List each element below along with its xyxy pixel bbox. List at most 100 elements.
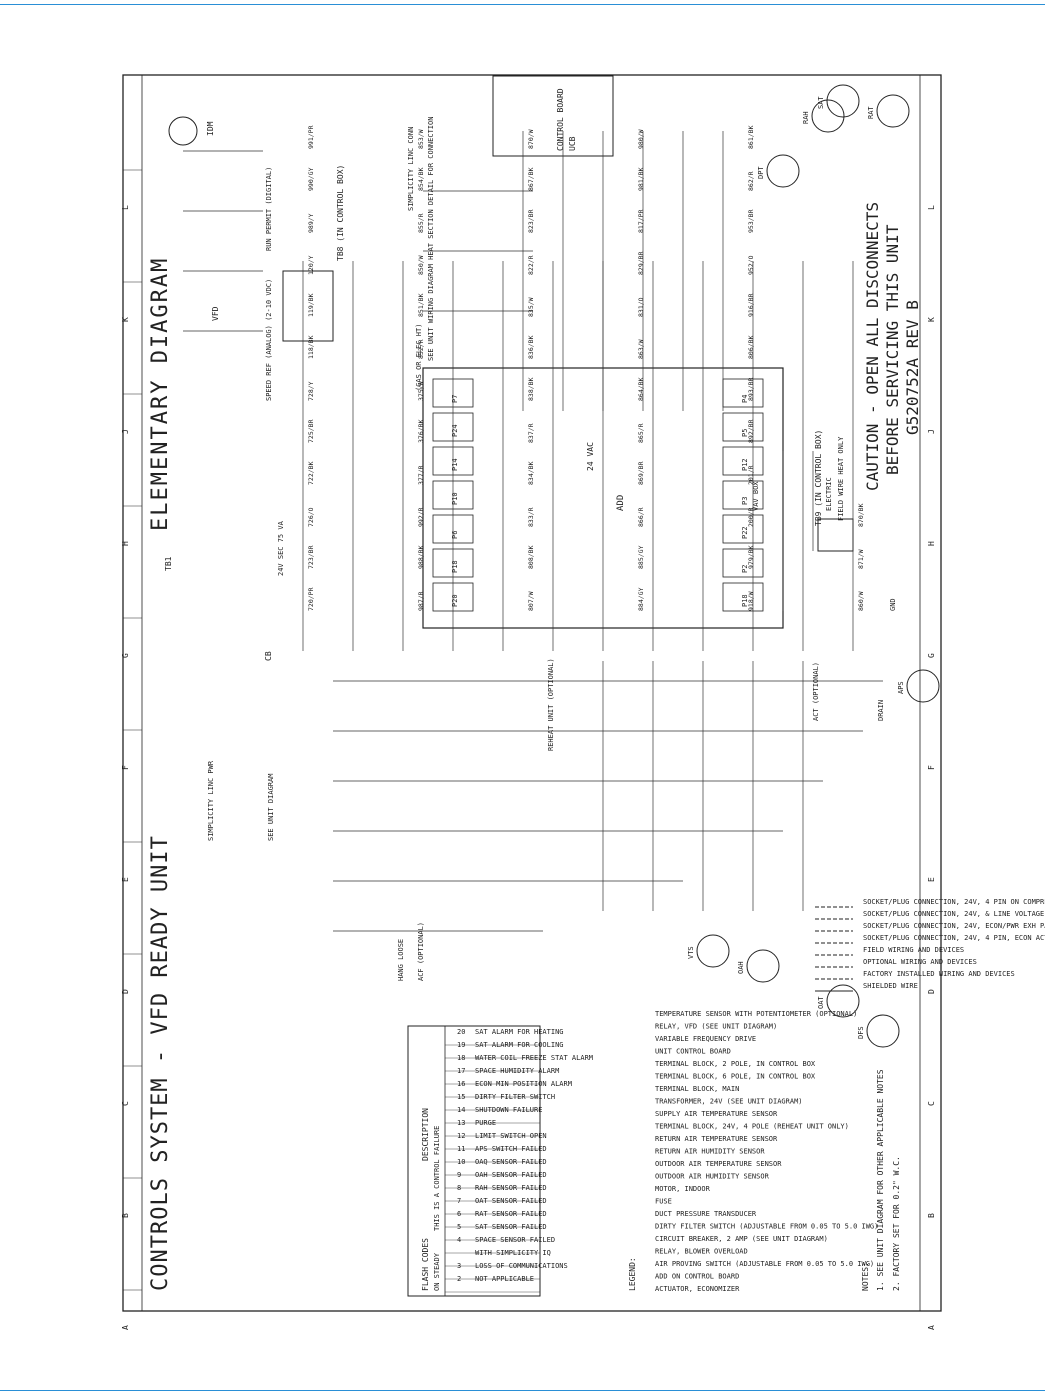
transformer-label: 24V SEC 75 VA [277, 520, 285, 576]
drawing-number: G520752A REV B [903, 300, 922, 435]
grid-letter-right: C [927, 1101, 936, 1106]
plug-label: P6 [451, 531, 459, 539]
grid-letter-left: B [121, 1213, 130, 1218]
legend-wiring-item: FACTORY INSTALLED WIRING AND DEVICES [863, 970, 1015, 978]
wire-code-label: 987/R [417, 591, 425, 611]
grid-letter-left: F [121, 765, 130, 770]
tb8-terminal-block [282, 270, 334, 342]
grid-letter-right: E [927, 877, 936, 882]
sensor-label: OAH [737, 961, 745, 974]
wire-code-label: 884/GY [637, 587, 645, 611]
sensor-symbol [766, 154, 800, 188]
idm-label: IDM [206, 121, 215, 136]
sensor-symbol [811, 99, 845, 133]
vfd-label: VFD [211, 306, 220, 321]
wire-code-label: 980/W [637, 129, 645, 149]
grid-letter-right: K [927, 317, 936, 322]
wire-code-label: 822/R [527, 255, 535, 275]
sensor-label: DFS [857, 1026, 865, 1039]
grid-letter-left: E [121, 877, 130, 882]
legend-item: OUTDOOR AIR TEMPERATURE SENSOR [655, 1160, 782, 1168]
drain-label: DRAIN [877, 700, 885, 721]
legend-wiring-item: SHIELDED WIRE [863, 982, 918, 990]
wire-code-label: 808/BK [527, 545, 535, 569]
legend-item: RETURN AIR TEMPERATURE SENSOR [655, 1135, 778, 1143]
grid-letter-right: G [927, 653, 936, 658]
sensor-label: RAT [867, 106, 875, 119]
wire-code-label: 834/BK [527, 461, 535, 485]
grid-letter-left: H [121, 541, 130, 546]
see-unit-wiring-label: SEE UNIT WIRING DIAGRAM HEAT SECTION DET… [427, 117, 435, 361]
sensor-symbol [876, 94, 910, 128]
wire-code-label: 981/BK [637, 167, 645, 191]
wire-code-label: 850/W [417, 255, 425, 275]
gnd-label: GND [889, 598, 897, 611]
legend-item: OUTDOOR AIR HUMIDITY SENSOR [655, 1173, 770, 1181]
grid-letter-left: C [121, 1101, 130, 1106]
tb9-terminal-block [817, 518, 854, 552]
wire-code-label: 869/BR [637, 461, 645, 485]
note-2: 2. FACTORY SET FOR 0.2" W.C. [892, 1156, 901, 1291]
wire-code-label: 867/BK [527, 167, 535, 191]
legend-item: UNIT CONTROL BOARD [655, 1048, 731, 1056]
wire-code-label: 200/R [747, 507, 755, 527]
sensor-label: DPT [757, 166, 765, 179]
field-wire-label: FIELD WIRE HEAT ONLY [837, 436, 845, 521]
plug-label: P22 [741, 526, 749, 539]
wire-code-label: 375/W [417, 381, 425, 401]
legend-item: RELAY, VFD (SEE UNIT DIAGRAM) [655, 1023, 777, 1031]
wire-code-label: 831/O [637, 297, 645, 317]
caution-line-1: CAUTION - OPEN ALL DISCONNECTS [863, 202, 882, 491]
electric-label: ELECTRIC [825, 477, 833, 511]
simplicity-pwr-label: SIMPLICITY LINC PWR [207, 760, 215, 841]
wire-code-label: 918/W [747, 591, 755, 611]
sensor-label: VTS [687, 946, 695, 959]
sensor-symbol [696, 934, 730, 968]
plug-connector [722, 480, 764, 510]
sensor-symbol [906, 669, 940, 703]
legend-item: TERMINAL BLOCK, MAIN [655, 1085, 739, 1093]
flash-header-steady-desc: THIS IS A CONTROL FAILURE [433, 1126, 441, 1231]
legend-item: FUSE [655, 1198, 672, 1206]
wire-code-label: 892/BR [747, 419, 755, 443]
sensor-symbol [826, 984, 860, 1018]
wire-code-label: 870/BK [857, 503, 865, 527]
tb1-label: TB1 [164, 556, 173, 571]
acf-label: ACF (OPTIONAL) [417, 922, 425, 981]
wire-code-label: 119/BK [307, 293, 315, 317]
wire-code-label: 865/R [637, 423, 645, 443]
wire-code-label: 952/O [747, 255, 755, 275]
add-board-label: ADD [616, 495, 626, 511]
wire-code-label: 725/BR [307, 419, 315, 443]
wire-code-label: 852/R [417, 339, 425, 359]
flash-header-steady: ON STEADY [433, 1252, 441, 1291]
plug-label: P24 [451, 424, 459, 437]
flash-desc: SAT ALARM FOR HEATING [475, 1028, 564, 1036]
legend-wiring-item: SOCKET/PLUG CONNECTION, 24V, & LINE VOLT… [863, 910, 1045, 918]
tb8-label: TB8 (IN CONTROL BOX) [336, 165, 345, 261]
plug-label: P12 [741, 458, 749, 471]
grid-letter-right: H [927, 541, 936, 546]
grid-letter-left: L [121, 205, 130, 210]
legend-item: MOTOR, INDOOR [655, 1185, 711, 1193]
sensor-label: RAH [802, 111, 810, 124]
wire-code-label: 916/BR [747, 293, 755, 317]
cb-label: CB [264, 651, 273, 661]
wire-code-label: 837/R [527, 423, 535, 443]
sensor-label: SAT [817, 96, 825, 109]
grid-letter-left: K [121, 317, 130, 322]
wire-code-label: 855/R [417, 213, 425, 233]
wire-code-label: 990/GY [307, 167, 315, 191]
wire-code-label: 838/BK [527, 377, 535, 401]
sensor-symbol [746, 949, 780, 983]
tb9-label: TB9 (IN CONTROL BOX) [814, 430, 823, 526]
wire-code-label: 861/BK [747, 125, 755, 149]
legend-wiring-item: SOCKET/PLUG CONNECTION, 24V, 4 PIN ON CO… [863, 898, 1045, 906]
legend-item: RELAY, BLOWER OVERLOAD [655, 1248, 748, 1256]
sensor-symbol [826, 84, 860, 118]
legend-item: VARIABLE FREQUENCY DRIVE [655, 1035, 756, 1043]
flash-code-table: FLASH CODES DESCRIPTION ON STEADY THIS I… [407, 1025, 593, 1297]
reheat-label: REHEAT UNIT (OPTIONAL) [547, 658, 555, 751]
wire-code-label: 118/BK [307, 335, 315, 359]
